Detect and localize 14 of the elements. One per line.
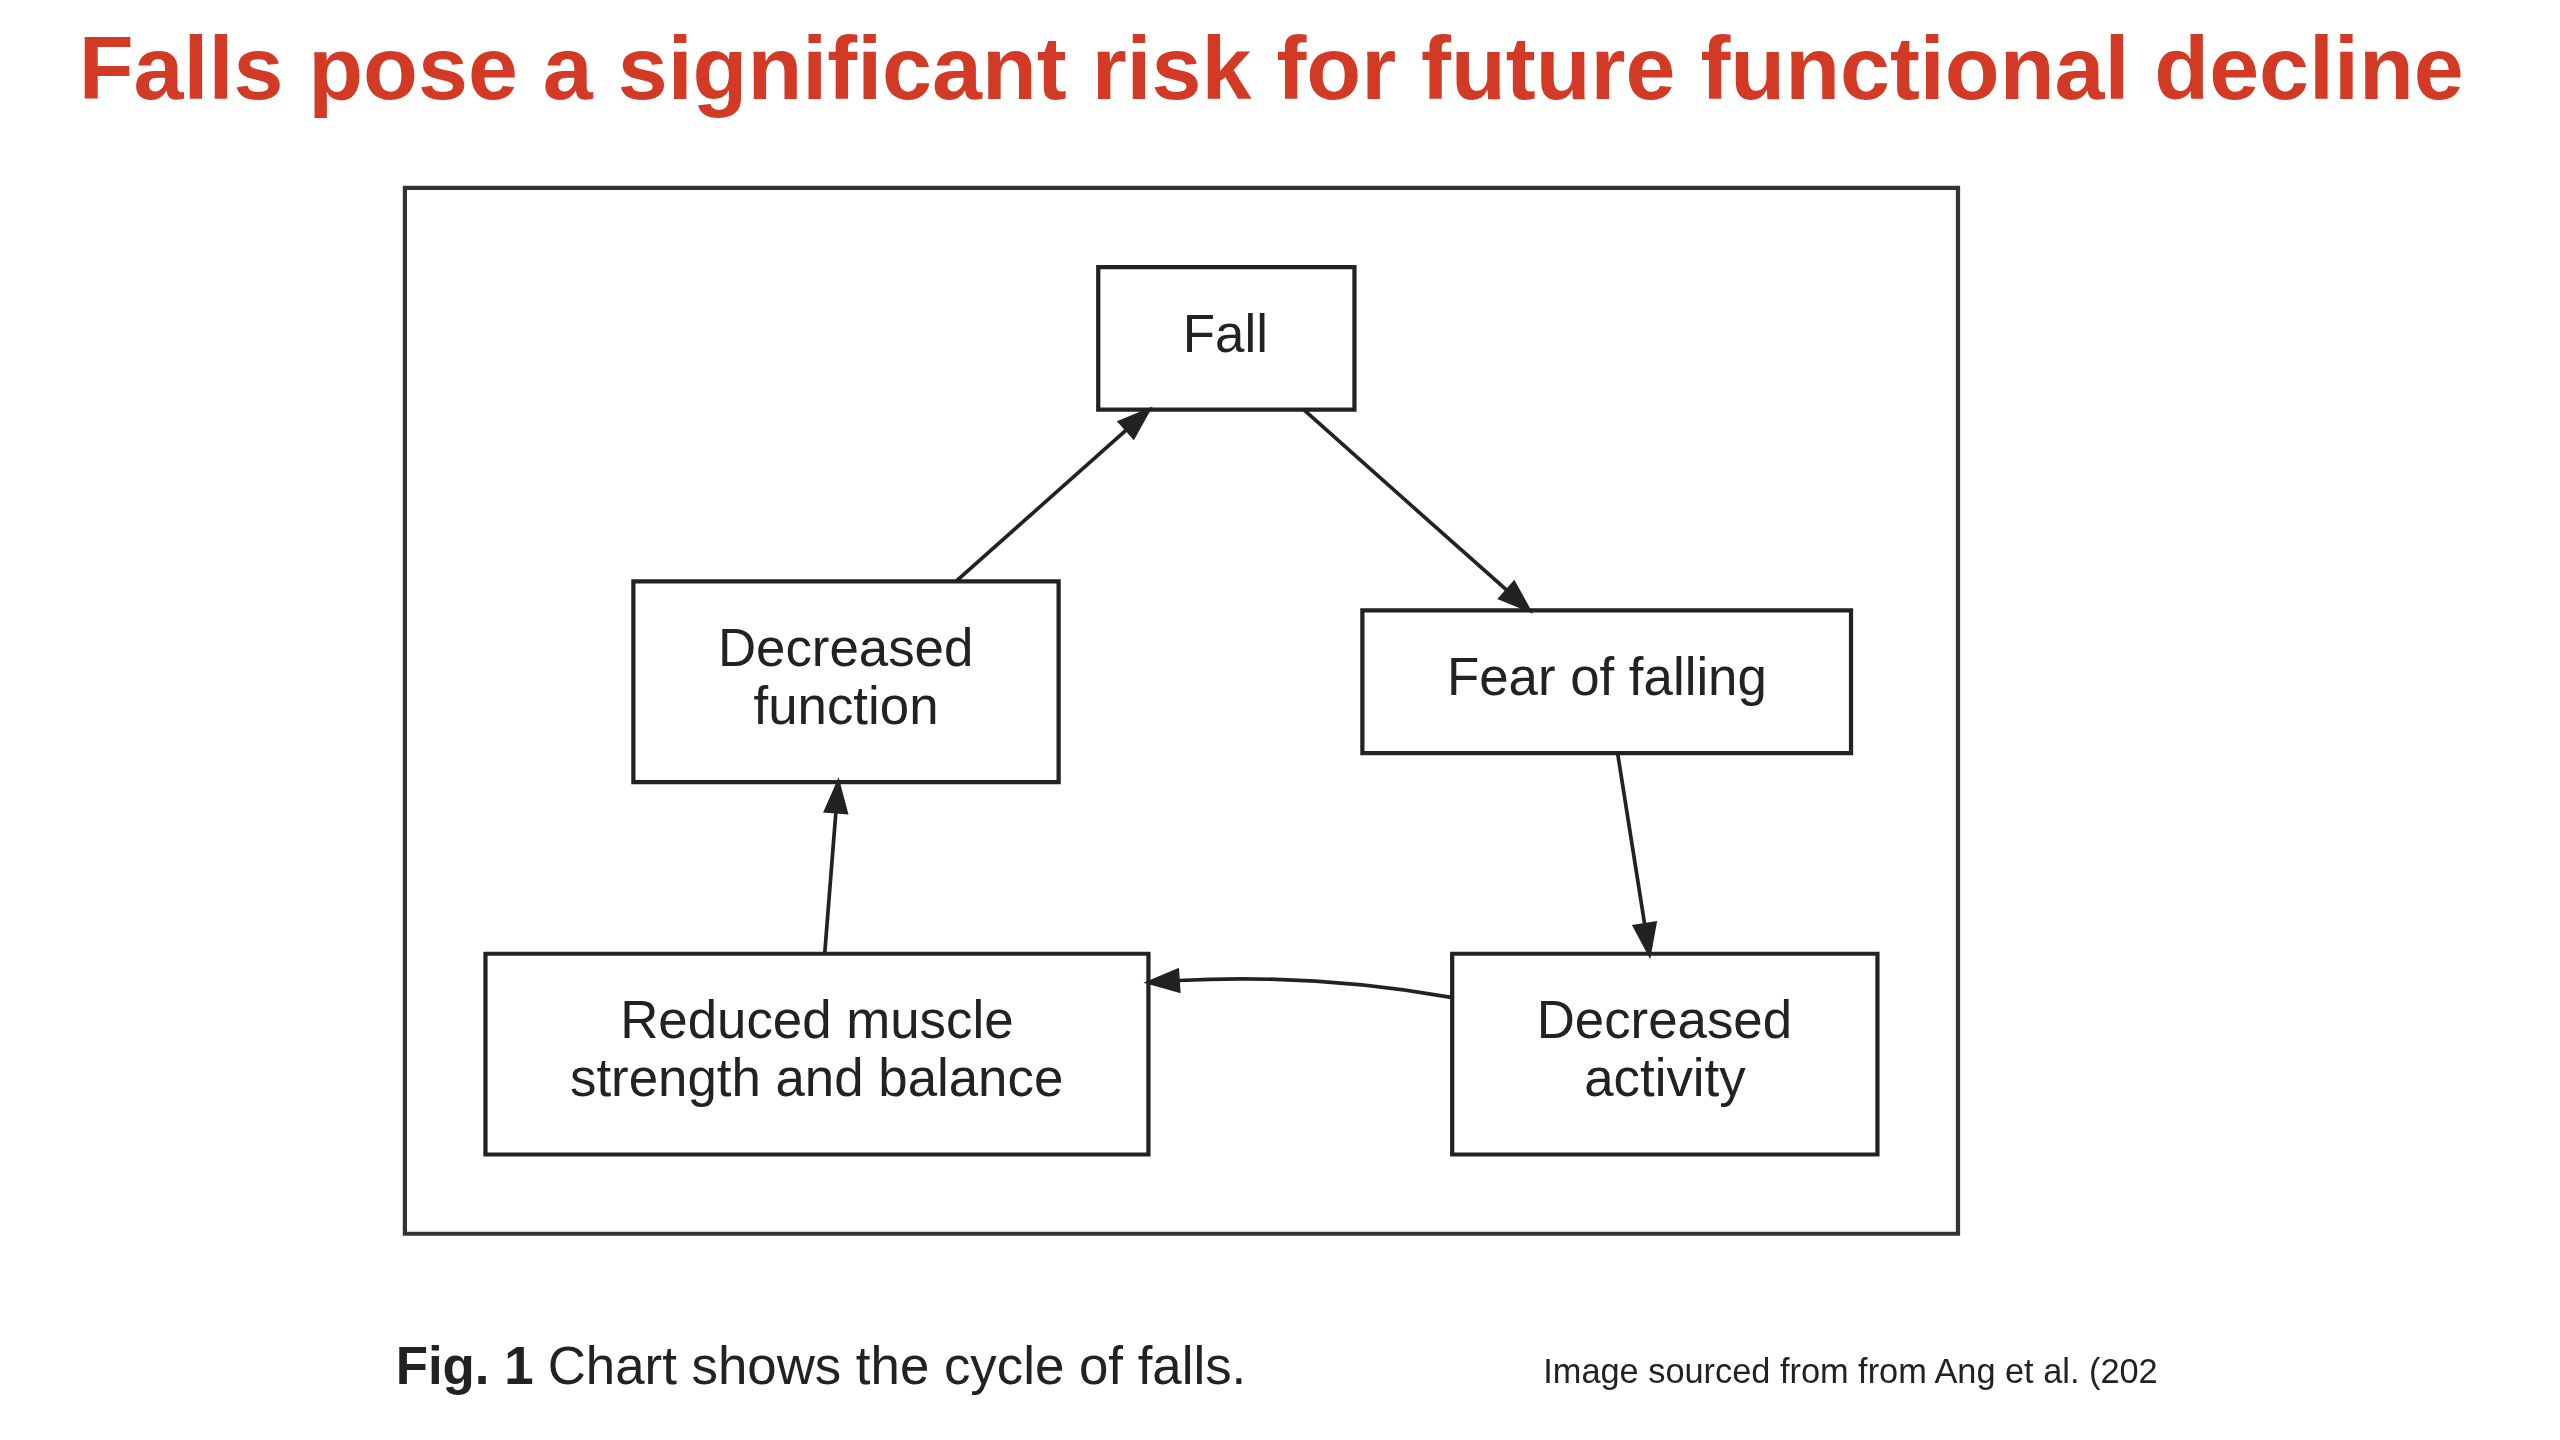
cluster bbox=[402, 185, 1960, 1236]
diagram-title: Falls pose a significant risk for future functional decline bbox=[78, 17, 2464, 118]
arrow bbox=[954, 406, 1153, 583]
node-box: Decreased function bbox=[630, 579, 1061, 785]
arrow bbox=[1142, 967, 1452, 1000]
node-box: Fall bbox=[1095, 264, 1357, 412]
node-box: Fear of falling bbox=[1359, 608, 1853, 756]
arrow bbox=[1302, 408, 1533, 614]
node-box: Decreased activity bbox=[1449, 951, 1880, 1157]
caption: Fig. 1 Chart shows the cycle of falls. bbox=[395, 1336, 1246, 1396]
label: Image sourced from from Ang et al. (202 bbox=[1542, 1351, 2158, 1390]
arrow bbox=[1615, 753, 1657, 960]
node-box: Reduced muscle strength and balance bbox=[482, 951, 1151, 1157]
arrow bbox=[822, 777, 848, 953]
